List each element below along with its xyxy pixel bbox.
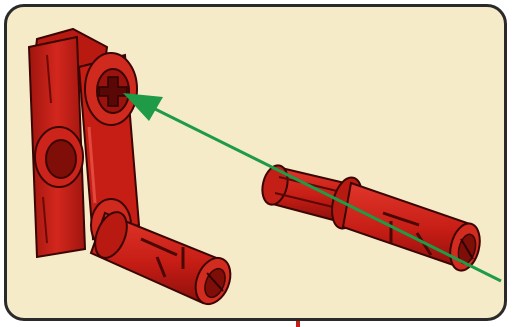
instruction-panel	[4, 4, 507, 321]
pin-installed	[89, 208, 237, 310]
bottom-tick-mark	[296, 321, 300, 327]
assembly-illustration	[7, 7, 504, 318]
